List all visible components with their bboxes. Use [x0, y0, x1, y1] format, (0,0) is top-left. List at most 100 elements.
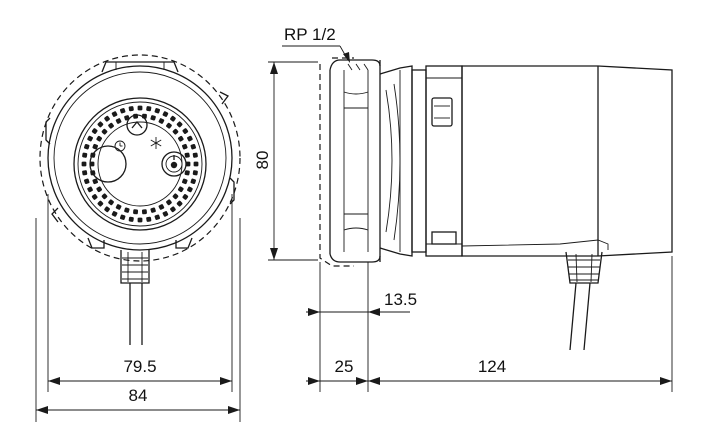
front-outer-dashed-envelope	[39, 54, 241, 262]
knurl-dot	[96, 186, 103, 193]
side-view	[319, 57, 673, 351]
thread-size-label: RP 1/2	[284, 25, 336, 44]
front-bottom-right-foot	[175, 237, 193, 249]
knurl-dot	[158, 204, 165, 210]
knurl-dot	[176, 121, 183, 128]
body-length-value: 124	[478, 357, 506, 376]
port-block-top	[329, 59, 381, 71]
knurl-dot	[101, 128, 108, 135]
knurl-dot	[177, 135, 184, 142]
knurl-dot	[87, 186, 93, 193]
knurl-dot	[97, 200, 104, 207]
inner-width-dimension: 79.5	[48, 357, 232, 385]
knurl-dot	[104, 206, 110, 213]
front-view	[39, 54, 241, 345]
knurl-dot	[185, 161, 191, 167]
knurl-dot	[154, 214, 161, 220]
power-selector-button-icon	[161, 151, 187, 177]
knurl-dot	[111, 111, 118, 117]
knurl-dot	[119, 214, 126, 220]
knurl-dot	[101, 193, 108, 200]
side-cable-right	[583, 282, 591, 351]
knurl-dot	[82, 152, 88, 158]
knurl-dot	[190, 178, 196, 185]
knurl-dot	[166, 122, 172, 129]
knurl-dot	[154, 108, 161, 114]
knurl-dot	[133, 209, 139, 215]
knurl-dot	[141, 209, 147, 215]
knurl-dot	[124, 207, 130, 213]
knurl-dot	[81, 161, 87, 167]
thread-callout: RP 1/2	[282, 25, 350, 63]
knurl-dot	[162, 111, 169, 117]
front-housing-outline	[47, 65, 233, 251]
knurl-dot	[177, 186, 184, 193]
knurl-dot	[184, 170, 190, 176]
knurl-dot	[128, 216, 134, 222]
front-top-tab	[101, 61, 179, 73]
knurl-dot	[182, 143, 188, 150]
cable-gland	[120, 250, 150, 284]
knurl-dot	[115, 204, 122, 210]
knurl-dot	[84, 178, 90, 185]
knurl-dot	[137, 217, 143, 223]
side-cable-gland	[565, 251, 603, 284]
chevron-up-button-icon	[126, 114, 148, 136]
knurl-dot	[166, 199, 172, 206]
knurl-dot	[158, 118, 165, 124]
height-dimension-value: 80	[253, 151, 272, 170]
knurl-dot	[192, 170, 198, 176]
knurl-dot	[190, 143, 196, 150]
clock-icon	[114, 140, 126, 152]
motor-body	[461, 65, 673, 257]
offset-dimension-value: 13.5	[384, 290, 417, 309]
knurled-selector-ring	[81, 105, 199, 223]
knurl-dot	[150, 207, 156, 213]
front-left-lug	[45, 117, 51, 145]
length-dimensions: 25 124	[306, 357, 672, 385]
knurl-dot	[137, 105, 143, 111]
knurl-dot	[182, 194, 189, 200]
knurl-dot	[187, 186, 193, 193]
knurl-dot	[182, 178, 188, 185]
knurl-dot	[97, 121, 104, 128]
offset-dimension: 13.5	[306, 290, 417, 316]
mode-selector-knob	[89, 145, 127, 183]
knurl-dot	[172, 193, 179, 200]
knurl-dot	[119, 108, 126, 114]
height-dimension: 80	[253, 61, 318, 261]
inner-width-value: 79.5	[123, 357, 156, 376]
outer-width-value: 84	[129, 386, 148, 405]
front-housing-inner-ring	[53, 71, 227, 245]
knurl-dot	[111, 211, 118, 217]
knurl-dot	[84, 143, 90, 150]
knurl-dot	[89, 161, 95, 167]
knurl-dot	[128, 106, 134, 112]
union-nut	[411, 69, 427, 253]
knurl-dot	[170, 206, 176, 213]
knurl-dot	[182, 128, 189, 134]
knurl-dot	[96, 135, 103, 142]
knurl-dot	[92, 178, 98, 185]
knurl-dot	[150, 115, 156, 121]
knurl-dot	[187, 135, 193, 142]
knurl-dot	[104, 115, 110, 122]
knurl-dot	[91, 194, 98, 200]
side-cable-left	[569, 282, 577, 351]
knurl-dot	[146, 216, 152, 222]
knurl-dot	[146, 106, 152, 112]
knurl-dot	[92, 143, 98, 150]
snowflake-icon	[150, 137, 162, 149]
upper-bolt	[431, 97, 453, 127]
knurl-dot	[87, 135, 93, 142]
knurl-dot	[108, 199, 114, 206]
front-bottom-left-foot	[87, 237, 105, 249]
knurl-dot	[91, 128, 98, 134]
side-port-dashed-envelope	[319, 64, 354, 267]
port-length-value: 25	[335, 357, 354, 376]
stator-ring	[425, 65, 463, 257]
knurl-dot	[170, 115, 176, 122]
knurl-dot	[115, 118, 122, 124]
knurl-dot	[162, 211, 169, 217]
